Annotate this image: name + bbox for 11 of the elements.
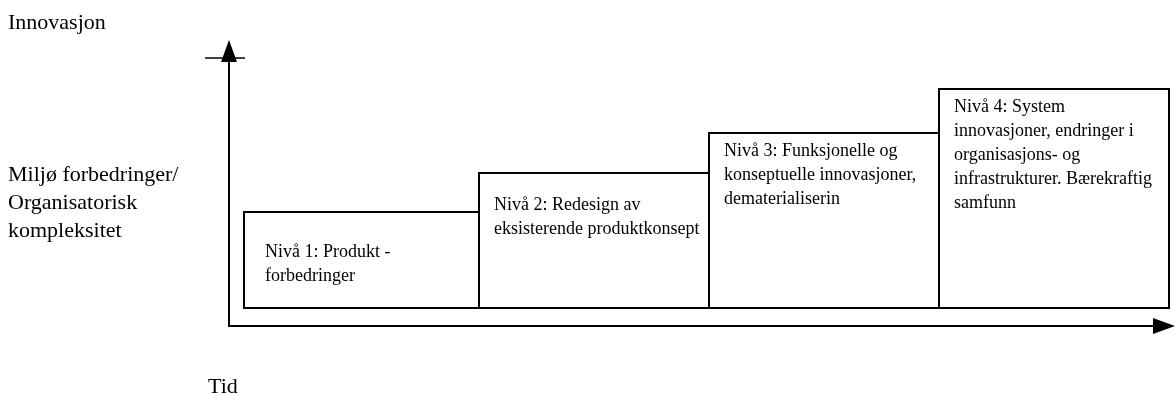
level-box bbox=[243, 211, 480, 309]
level-box bbox=[938, 88, 1170, 309]
axis-label: Innovasjon bbox=[8, 8, 107, 36]
level-text: Nivå 3: Funksjonelle og konseptuelle innovasjoner, dematerialiserin bbox=[724, 139, 918, 210]
level-box bbox=[708, 132, 940, 309]
level-text: Nivå 4: System innovasjoner, endringer i organisasjons- og infrastrukturer. Bærekraftig samfunn bbox=[954, 95, 1153, 214]
level-box bbox=[478, 172, 710, 309]
axis-label: Tid bbox=[208, 372, 239, 400]
level-text: Nivå 2: Redesign av eksisterende produktkonsept bbox=[494, 193, 701, 240]
axis-label: Miljø forbedringer/ Organisatorisk kompleksitet bbox=[8, 160, 180, 244]
level-text: Nivå 1: Produkt - forbedringer bbox=[265, 240, 392, 287]
